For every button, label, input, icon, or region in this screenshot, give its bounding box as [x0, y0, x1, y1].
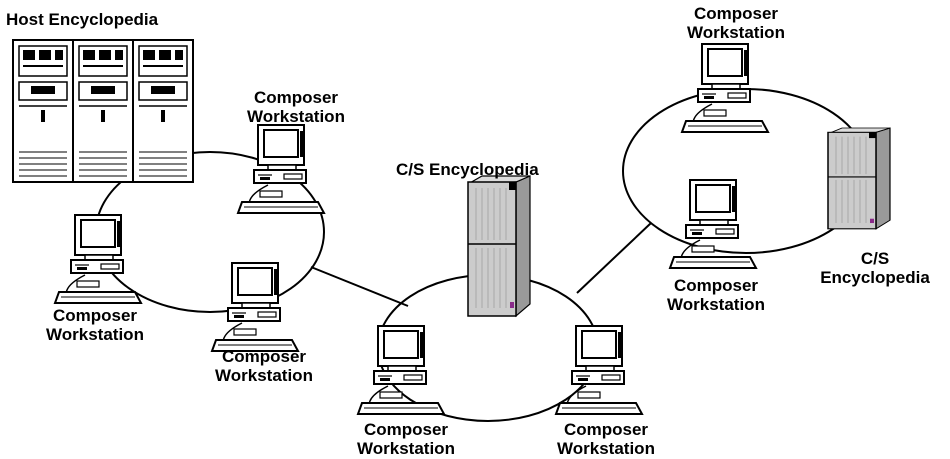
desktop-computer-icon [54, 214, 142, 304]
ws-label-line1: Composer [253, 88, 339, 107]
desktop-computer-icon [211, 262, 299, 352]
ws-label-line2: Workstation [557, 439, 655, 458]
desktop-computer-icon [669, 179, 757, 269]
ws-label-line2: Workstation [46, 325, 144, 344]
ws-label-line1: Composer [563, 420, 649, 439]
ws-label-line1: Composer [52, 306, 138, 325]
tower-server-icon [467, 175, 531, 317]
cs-right-line2: Encyclopedia [820, 268, 930, 287]
ws-label-line2: Workstation [215, 366, 313, 385]
desktop-computer-icon [555, 325, 643, 415]
workstation-label-right-ring: Composer Workstation [646, 276, 786, 314]
ws-label-line2: Workstation [247, 107, 345, 126]
workstation-label-top-right: Composer Workstation [666, 4, 806, 42]
ws-label-line1: Composer [363, 420, 449, 439]
ws-label-line2: Workstation [357, 439, 455, 458]
ws-label-line1: Composer [693, 4, 779, 23]
workstation-label-left-middle: Composer Workstation [194, 347, 334, 385]
desktop-computer-icon [237, 124, 325, 214]
mainframe-server-icon [12, 39, 194, 183]
cs-encyclopedia-center-label: C/S Encyclopedia [396, 160, 539, 179]
workstation-label-left-bottom: Composer Workstation [25, 306, 165, 344]
cs-right-line1: C/S [860, 249, 890, 268]
ws-label-line2: Workstation [687, 23, 785, 42]
link-center-right [576, 222, 652, 294]
workstation-label-center-left: Composer Workstation [336, 420, 476, 458]
ws-label-line2: Workstation [667, 295, 765, 314]
link-left-center [310, 266, 409, 307]
host-encyclopedia-label: Host Encyclopedia [6, 10, 159, 29]
workstation-label-left-top: Composer Workstation [226, 88, 366, 126]
cs-encyclopedia-right-label: C/S Encyclopedia [800, 249, 950, 287]
ws-label-line1: Composer [221, 347, 307, 366]
workstation-label-center-right: Composer Workstation [536, 420, 676, 458]
ws-label-line1: Composer [673, 276, 759, 295]
desktop-computer-icon [357, 325, 445, 415]
tower-server-icon [827, 127, 891, 230]
desktop-computer-icon [681, 43, 769, 133]
